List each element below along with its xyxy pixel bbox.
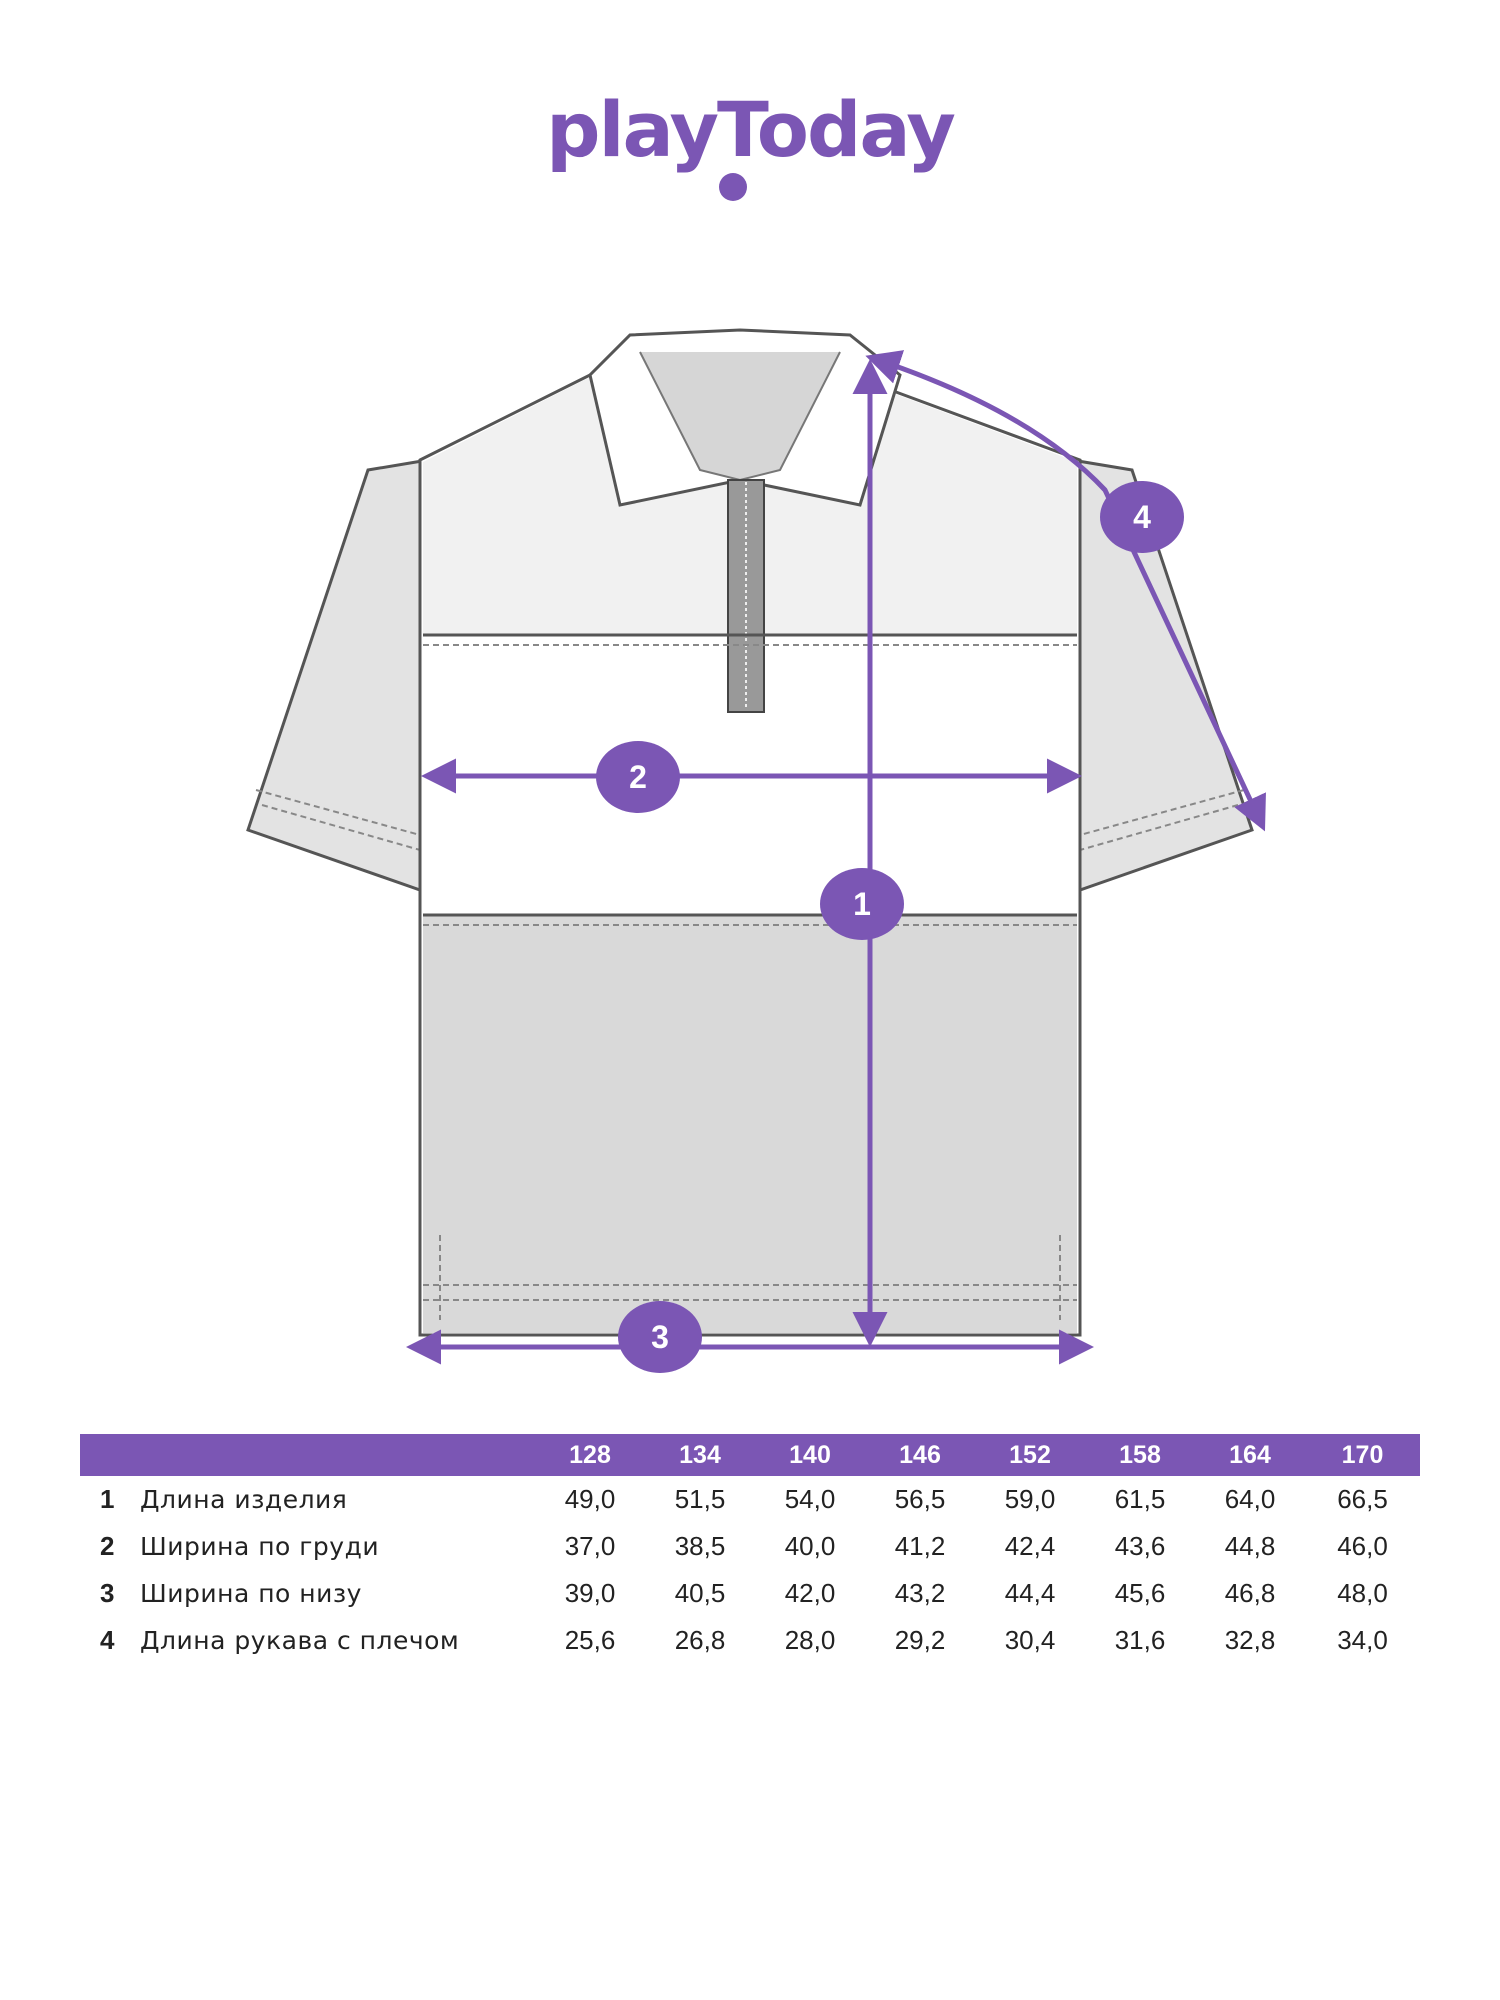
cell-value: 56,5 [894,1484,946,1514]
cell-value: 29,2 [894,1625,946,1655]
cell-value: 34,0 [1337,1625,1388,1655]
row-label: Длина рукава с плечом [140,1626,460,1655]
size-header: 164 [1195,1434,1305,1476]
cell-value: 54,0 [784,1484,836,1514]
cell-value: 26,8 [674,1625,726,1655]
marker-2-label: 2 [629,759,647,795]
size-header: 140 [755,1434,865,1476]
marker-3-label: 3 [651,1319,669,1355]
cell-value: 30,4 [1004,1625,1056,1655]
row-number: 1 [100,1484,115,1514]
cell-value: 48,0 [1337,1578,1388,1608]
cell-value: 28,0 [784,1625,836,1655]
cell-value: 38,5 [674,1531,726,1561]
size-header: 170 [1305,1434,1420,1476]
cell-value: 49,0 [564,1484,616,1514]
row-number: 2 [100,1531,115,1561]
table-row: 1 Длина изделия 49,0 51,5 54,0 56,5 59,0… [80,1476,1420,1523]
cell-value: 44,4 [1004,1578,1056,1608]
cell-value: 37,0 [564,1531,616,1561]
row-number: 3 [100,1578,115,1608]
row-label: Ширина по груди [140,1532,380,1561]
cell-value: 32,8 [1224,1625,1276,1655]
table-row: 4 Длина рукава с плечом 25,6 26,8 28,0 2… [80,1617,1420,1664]
cell-value: 31,6 [1114,1625,1166,1655]
cell-value: 44,8 [1224,1531,1276,1561]
size-header: 152 [975,1434,1085,1476]
cell-value: 43,2 [894,1578,946,1608]
size-header: 128 [535,1434,645,1476]
cell-value: 45,6 [1114,1578,1166,1608]
cell-value: 41,2 [894,1531,946,1561]
cell-value: 40,5 [674,1578,726,1608]
cell-value: 46,8 [1224,1578,1276,1608]
cell-value: 66,5 [1337,1484,1388,1514]
cell-value: 42,4 [1004,1531,1056,1561]
marker-1-label: 1 [853,886,871,922]
size-header: 158 [1085,1434,1195,1476]
row-number: 4 [100,1625,115,1655]
row-label: Длина изделия [140,1485,348,1514]
cell-value: 43,6 [1114,1531,1166,1561]
cell-value: 59,0 [1004,1484,1056,1514]
cell-value: 61,5 [1114,1484,1166,1514]
row-label: Ширина по низу [140,1579,362,1608]
cell-value: 25,6 [564,1625,616,1655]
measure-line-sleeve [865,350,1266,832]
cell-value: 40,0 [784,1531,836,1561]
size-header-row: 128 134 140 146 152 158 164 170 [80,1434,1420,1476]
cell-value: 39,0 [564,1578,616,1608]
cell-value: 42,0 [784,1578,836,1608]
size-table: 128 134 140 146 152 158 164 170 1 Длина … [80,1434,1420,1664]
cell-value: 64,0 [1224,1484,1276,1514]
brand-logo: playToday [546,85,956,174]
marker-4-label: 4 [1133,499,1151,535]
size-header: 146 [865,1434,975,1476]
marker-badges [596,481,1184,1373]
logo-dot [719,173,747,201]
cell-value: 46,0 [1337,1531,1388,1561]
cell-value: 51,5 [674,1484,726,1514]
table-row: 2 Ширина по груди 37,0 38,5 40,0 41,2 42… [80,1523,1420,1570]
left-sleeve [246,458,430,893]
size-header: 134 [645,1434,755,1476]
table-row: 3 Ширина по низу 39,0 40,5 42,0 43,2 44,… [80,1570,1420,1617]
